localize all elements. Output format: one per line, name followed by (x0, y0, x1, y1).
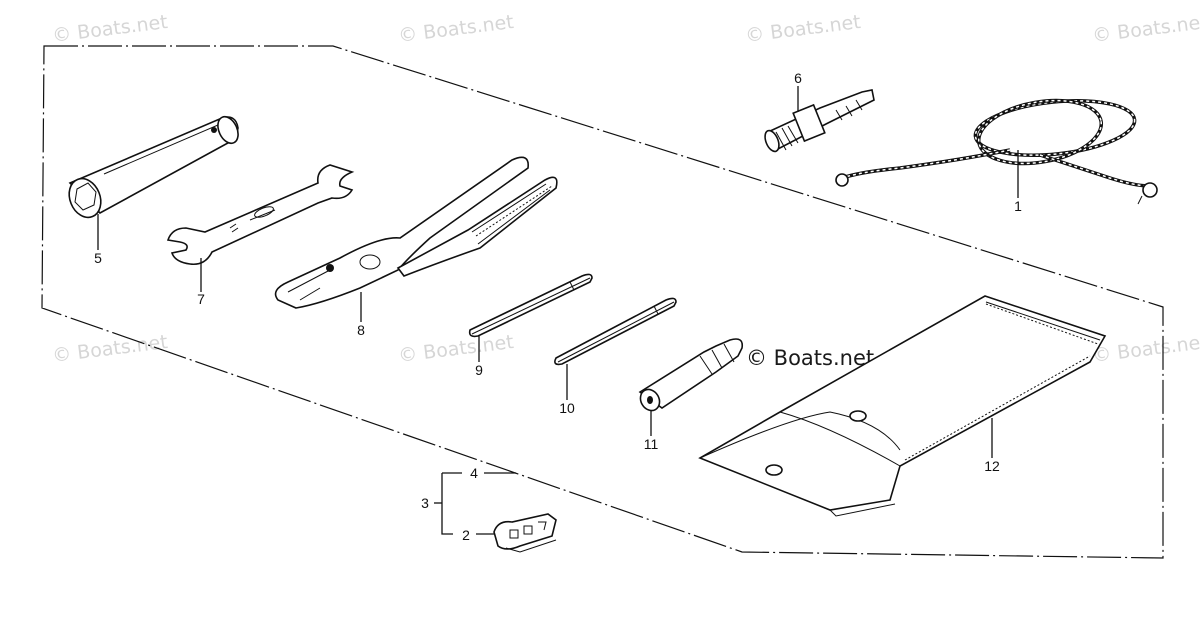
screwdriver-handle-part (638, 338, 744, 412)
plug-wrench-part (68, 115, 239, 219)
callout-8: 8 (357, 322, 365, 338)
open-end-wrench-part (166, 164, 355, 266)
leader-bracket-3 (441, 473, 453, 535)
screwdriver-phillips-part (468, 273, 593, 338)
callout-7: 7 (197, 291, 205, 307)
pliers-part (274, 156, 558, 309)
callout-6: 6 (794, 70, 802, 86)
starter-rope-part (835, 98, 1158, 205)
callout-9: 9 (475, 362, 483, 378)
callout-11: 11 (643, 436, 659, 452)
callout-3: 3 (421, 495, 429, 511)
watermark-main: © Boats.net (746, 346, 875, 370)
callout-12: 12 (984, 458, 1000, 474)
spark-plug-part (764, 89, 875, 153)
callout-10: 10 (559, 400, 575, 416)
wrench-clip-part (493, 513, 557, 553)
tool-bag-part (698, 295, 1107, 517)
callout-2: 2 (462, 527, 470, 543)
callout-5: 5 (94, 250, 102, 266)
group-boundary (41, 45, 1164, 559)
callout-1: 1 (1014, 198, 1022, 214)
callout-4: 4 (470, 465, 478, 481)
screwdriver-flat-part (554, 297, 677, 366)
